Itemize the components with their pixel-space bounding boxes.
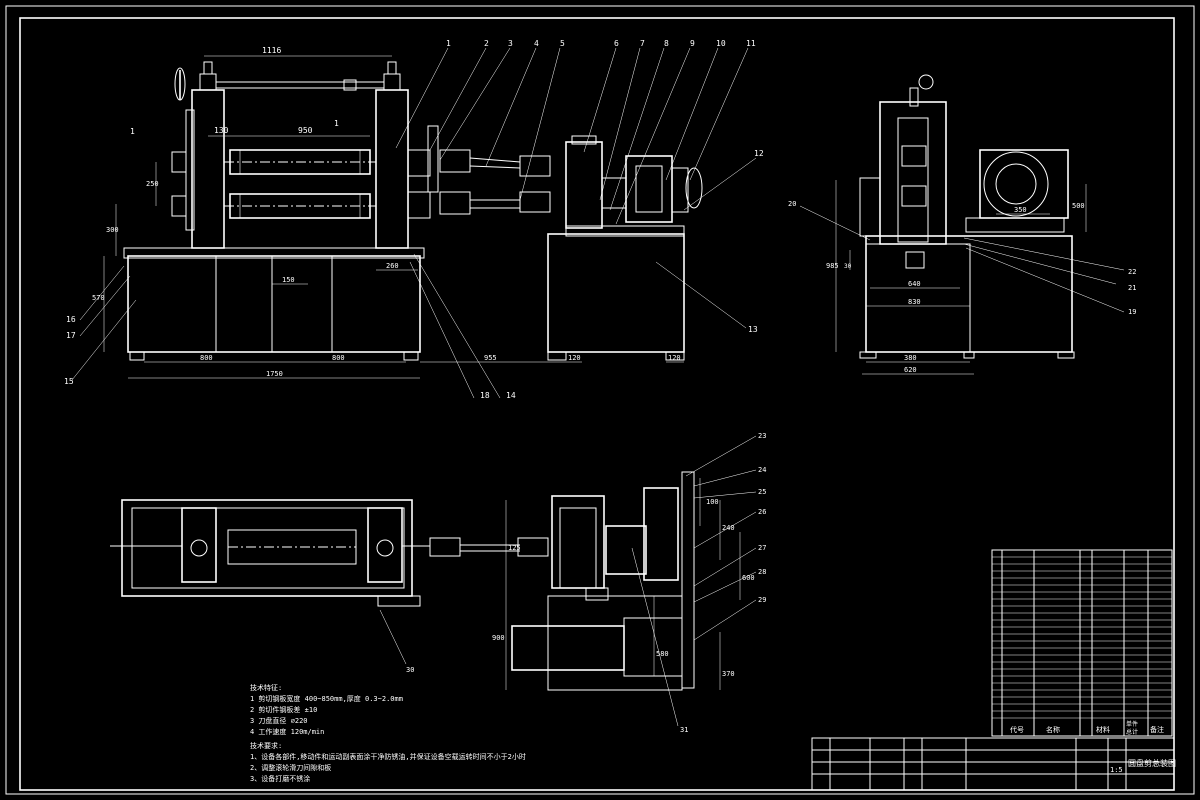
outer-frame xyxy=(5,5,1195,795)
tech-req-line-3: 3、设备打磨不锈涂 xyxy=(250,774,310,783)
dim-leg-right: 120 xyxy=(668,354,681,362)
detail-dim-100: 100 xyxy=(706,498,719,506)
callout-17: 17 xyxy=(66,331,76,340)
dim-motor-span: 955 xyxy=(484,354,497,362)
base-cabinet xyxy=(127,255,421,353)
callout-15: 15 xyxy=(64,377,74,386)
detail-callout-23: 23 xyxy=(758,432,766,440)
bom-header-name: 名称 xyxy=(1046,725,1060,734)
side-callout-19: 19 xyxy=(1128,308,1136,316)
detail-callout-31: 31 xyxy=(680,726,688,734)
title-block: 圆盘剪总装图 1:5 xyxy=(811,737,1176,791)
side-dim-top: 350 xyxy=(1014,206,1027,214)
dim-total-length: 1750 xyxy=(266,370,283,378)
callout-9: 9 xyxy=(690,39,695,48)
detail-callout-26: 26 xyxy=(758,508,766,516)
gearbox xyxy=(565,141,603,229)
callout-5: 5 xyxy=(560,39,565,48)
detail-callout-24: 24 xyxy=(758,466,766,474)
detail-dim-125: 125 xyxy=(508,544,521,552)
detail-dim-370: 370 xyxy=(722,670,735,678)
dim-left-half: 800 xyxy=(200,354,213,362)
tech-req-line-2: 2、调整滚轮滑刀间隙和板 xyxy=(250,763,331,772)
side-callout-20: 20 xyxy=(788,200,796,208)
callout-13: 13 xyxy=(748,325,758,334)
motor-stand xyxy=(547,233,685,353)
bom-header-material: 材料 xyxy=(1096,725,1110,734)
callout-group-top: 1 2 3 4 5 6 7 8 9 10 11 12 13 14 15 16 1… xyxy=(64,39,764,400)
dim-roll-offset: 130 xyxy=(214,126,229,135)
side-dim-640: 640 xyxy=(908,280,921,288)
callout-14: 14 xyxy=(506,391,516,400)
dim-right-half: 800 xyxy=(332,354,345,362)
dim-base-inner: 150 xyxy=(282,276,295,284)
callout-3: 3 xyxy=(508,39,513,48)
detail-view: 100 240 600 580 900 370 125 23 24 25 26 … xyxy=(492,432,766,734)
drawing-name: 圆盘剪总装图 xyxy=(1128,758,1176,768)
dim-base-right: 260 xyxy=(386,262,399,270)
bom-table: 代号 名称 材料 单件 总计 备注 xyxy=(991,549,1173,737)
front-view: 1116 130 950 250 300 570 150 260 800 800… xyxy=(64,39,764,400)
callout-16: 16 xyxy=(66,315,76,324)
tech-spec-line-3: 3 刀盘直径 ∅220 xyxy=(250,716,308,725)
bom-header-code: 代号 xyxy=(1010,725,1024,734)
callout-6: 6 xyxy=(614,39,619,48)
bom-header-unit: 单件 xyxy=(1126,720,1138,728)
tech-spec-line-4: 4 工作速度 120m/min xyxy=(250,727,324,736)
side-callout-22: 22 xyxy=(1128,268,1136,276)
bom-header-remark: 备注 xyxy=(1150,725,1164,734)
callout-7: 7 xyxy=(640,39,645,48)
dim-roll-length: 950 xyxy=(298,126,313,135)
left-column xyxy=(191,89,225,249)
callout-12: 12 xyxy=(754,149,764,158)
detail-dim-580: 580 xyxy=(656,650,669,658)
detail-callout-28: 28 xyxy=(758,568,766,576)
tech-spec: 技术特征: 1 剪切钢板宽度 400~850mm,厚度 0.3~2.0mm 2 … xyxy=(250,683,526,783)
callout-4: 4 xyxy=(534,39,539,48)
detail-dim-600: 600 xyxy=(742,574,755,582)
side-label: 1 xyxy=(130,127,135,136)
tech-req-line-1: 1、设备各部件,移动件和运动副表面涂干净防锈油,并保证设备空载运转时间不小于2小… xyxy=(250,752,526,761)
side-callout-21: 21 xyxy=(1128,284,1136,292)
detail-callout-27: 27 xyxy=(758,544,766,552)
dim-roll-gap: 250 xyxy=(146,180,159,188)
drawing-scale: 1:5 xyxy=(1110,766,1123,774)
side-view: 640 830 380 620 985 30 350 500 20 22 21 … xyxy=(788,74,1136,375)
dim-height: 300 xyxy=(106,226,119,234)
side-label-2: 1 xyxy=(334,119,339,128)
tech-req-title: 技术要求: xyxy=(250,741,282,750)
callout-8: 8 xyxy=(664,39,669,48)
callout-1: 1 xyxy=(446,39,451,48)
inner-frame xyxy=(19,17,1175,791)
detail-dim-900: 900 xyxy=(492,634,505,642)
detail-callout-25: 25 xyxy=(758,488,766,496)
dim-overall-top: 1116 xyxy=(262,46,281,55)
side-dim-985: 985 xyxy=(826,262,839,270)
plan-callout-30: 30 xyxy=(406,666,414,674)
side-dim-30: 30 xyxy=(844,263,852,270)
callout-18: 18 xyxy=(480,391,490,400)
plan-view: 30 xyxy=(110,499,549,674)
side-dim-500: 500 xyxy=(1072,202,1085,210)
callout-2: 2 xyxy=(484,39,489,48)
side-dim-620: 620 xyxy=(904,366,917,374)
dim-leg-left: 120 xyxy=(568,354,581,362)
detail-callout-29: 29 xyxy=(758,596,766,604)
tech-spec-line-1: 1 剪切钢板宽度 400~850mm,厚度 0.3~2.0mm xyxy=(250,694,403,703)
tech-spec-title: 技术特征: xyxy=(250,683,282,692)
callout-10: 10 xyxy=(716,39,726,48)
dim-base-height: 570 xyxy=(92,294,105,302)
tech-spec-line-2: 2 剪切件钢板差 ±10 xyxy=(250,705,317,714)
side-dim-830: 830 xyxy=(908,298,921,306)
bom-header-total: 总计 xyxy=(1126,728,1138,736)
callout-11: 11 xyxy=(746,39,756,48)
side-dim-380: 380 xyxy=(904,354,917,362)
right-column xyxy=(375,89,409,249)
